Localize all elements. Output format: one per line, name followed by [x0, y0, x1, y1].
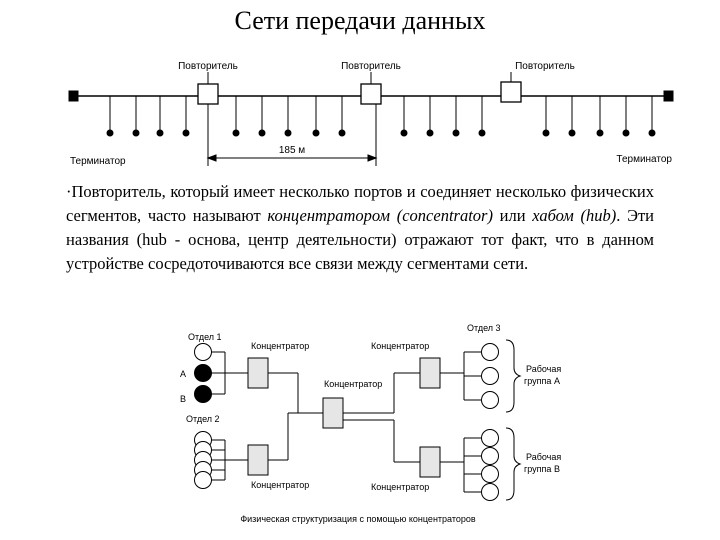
distance-label: 185 м — [279, 145, 305, 156]
diagram-caption: Физическая структуризация с помощью конц… — [240, 514, 476, 524]
hub-bottom-left — [247, 444, 269, 476]
group-b-brace — [505, 427, 522, 501]
hub-top-left — [247, 357, 269, 389]
node-b — [194, 385, 212, 403]
hub-top-right-label: Концентратор — [371, 341, 429, 351]
paragraph-space1 — [390, 206, 397, 225]
node-a — [194, 364, 212, 382]
terminator-right-label: Терминатор — [616, 154, 672, 165]
hub-bottom-right — [419, 446, 441, 478]
term-hub-en: (hub) — [580, 206, 617, 225]
paragraph-space2 — [574, 206, 581, 225]
workstation-drops — [106, 96, 656, 137]
repeater-2 — [360, 83, 382, 105]
repeater-label-3: Повторитель — [515, 61, 575, 72]
group-a-line2: группа А — [524, 376, 560, 386]
dept1-label: Отдел 1 — [188, 332, 222, 342]
paragraph-part1: Повторитель, который имеет несколько пор… — [66, 182, 654, 225]
term-hub: хабом — [532, 206, 574, 225]
bus-labels: Повторитель Повторитель Повторитель Терм… — [70, 61, 672, 167]
group-a-brace — [505, 339, 522, 413]
repeater-1 — [197, 83, 219, 105]
hub-center — [322, 397, 344, 429]
terminator-left-icon — [68, 90, 79, 102]
bullet-icon: · — [66, 182, 72, 201]
description-paragraph: ·Повторитель, который имеет несколько по… — [66, 180, 654, 276]
dept2-label: Отдел 2 — [186, 414, 220, 424]
node-b-label: B — [180, 394, 186, 404]
term-concentrator-en: (concentrator) — [396, 206, 493, 225]
bus-diagram — [68, 72, 674, 166]
hub-center-label: Концентратор — [324, 379, 382, 389]
group-a-line1: Рабочая — [526, 364, 561, 374]
hub-top-right — [419, 357, 441, 389]
distance-dimension — [206, 104, 378, 166]
terminator-right-icon — [663, 90, 674, 102]
dept1-node-1 — [194, 343, 212, 361]
repeater-label-2: Повторитель — [341, 61, 401, 72]
paragraph-or: или — [492, 206, 533, 225]
hub-bottom-right-label: Концентратор — [371, 482, 429, 492]
group-b-line1: Рабочая — [526, 452, 561, 462]
paragraph-part2: . Эти названия (hub - основа, центр деят… — [66, 206, 655, 273]
page-title: Сети передачи данных — [234, 6, 486, 35]
repeater-label-1: Повторитель — [178, 61, 238, 72]
hub-bottom-left-label: Концентратор — [251, 480, 309, 490]
hub-top-left-label: Концентратор — [251, 341, 309, 351]
dept3-label: Отдел 3 — [467, 323, 501, 333]
repeater-3 — [500, 81, 522, 103]
hub-labels: Отдел 1 Отдел 2 Отдел 3 A B Концентратор… — [180, 323, 561, 524]
hub-diagram — [194, 339, 522, 501]
node-a-label: A — [180, 369, 186, 379]
term-concentrator: концентратором — [267, 206, 391, 225]
group-b-line2: группа В — [524, 464, 560, 474]
terminator-left-label: Терминатор — [70, 156, 126, 167]
